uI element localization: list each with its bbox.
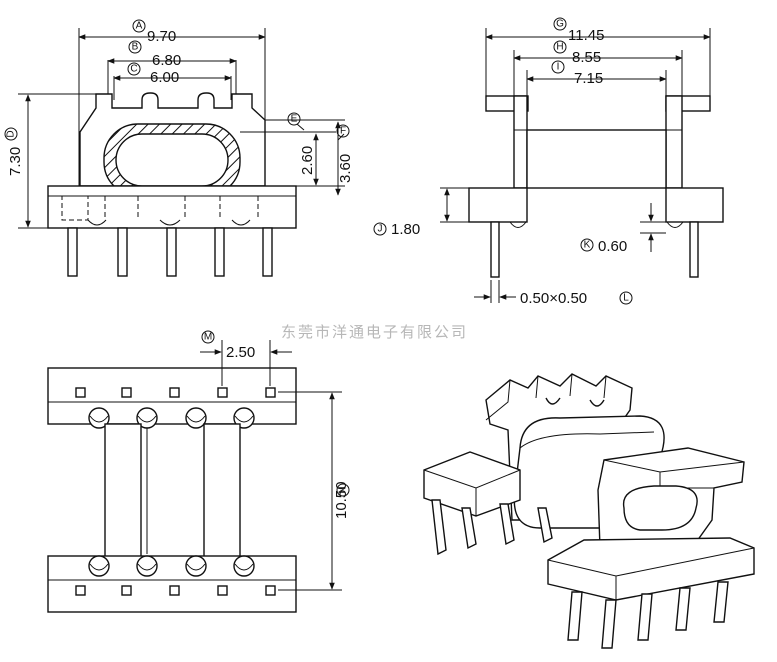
bottom-view-labels: M 2.50 10.50 N [201, 330, 350, 519]
front-pin [214, 227, 225, 277]
dim-letter-l: L [623, 293, 629, 304]
dim-value-c: 6.00 [150, 69, 179, 86]
dim-value-d: 7.30 [7, 147, 24, 176]
side-pin [689, 221, 699, 278]
dim-letter-j: J [378, 224, 383, 235]
front-pin [117, 227, 128, 277]
isometric-view [423, 373, 755, 649]
dim-letter-k: K [584, 240, 591, 251]
dim-value-i: 7.15 [574, 70, 603, 87]
dim-letter-m: M [204, 332, 212, 343]
dim-letter-e: E [291, 114, 298, 125]
socket-row-top [88, 407, 255, 429]
dim-value-b: 6.80 [152, 52, 181, 69]
dim-letter-c: C [130, 64, 137, 75]
dim-letter-h: H [556, 42, 563, 53]
dim-letter-g: G [556, 19, 564, 30]
dim-value-a: 9.70 [147, 28, 176, 45]
front-pin [262, 227, 273, 277]
dim-value-e: 2.60 [299, 146, 316, 175]
dim-letter-d: D [6, 130, 17, 137]
front-pin [166, 227, 177, 277]
dim-letter-n: N [338, 486, 349, 493]
side-pin [490, 221, 500, 278]
dim-letter-i: I [557, 62, 560, 73]
front-view [18, 28, 345, 277]
dim-value-h: 8.55 [572, 49, 601, 66]
dim-value-m: 2.50 [226, 344, 255, 361]
company-watermark: 东莞市洋通电子有限公司 [281, 324, 468, 341]
dim-letter-b: B [132, 42, 139, 53]
dim-value-g: 11.45 [568, 27, 604, 44]
side-view-labels: G 11.45 H 8.55 I 7.15 J 1.80 K 0.60 0.50… [373, 17, 633, 307]
bottom-view [47, 340, 342, 613]
side-view [440, 28, 724, 303]
dim-value-j: 1.80 [391, 221, 420, 238]
dim-value-f: 3.60 [337, 154, 354, 183]
dim-letter-f: F [340, 126, 346, 137]
front-pin [67, 227, 78, 277]
dim-letter-a: A [136, 21, 143, 32]
socket-row-bottom [88, 555, 255, 577]
front-view-labels: A 9.70 B 6.80 C 6.00 D 7.30 E 2.60 F 3.6… [4, 19, 354, 183]
dim-value-l: 0.50×0.50 [520, 290, 587, 307]
dim-value-k: 0.60 [598, 238, 627, 255]
